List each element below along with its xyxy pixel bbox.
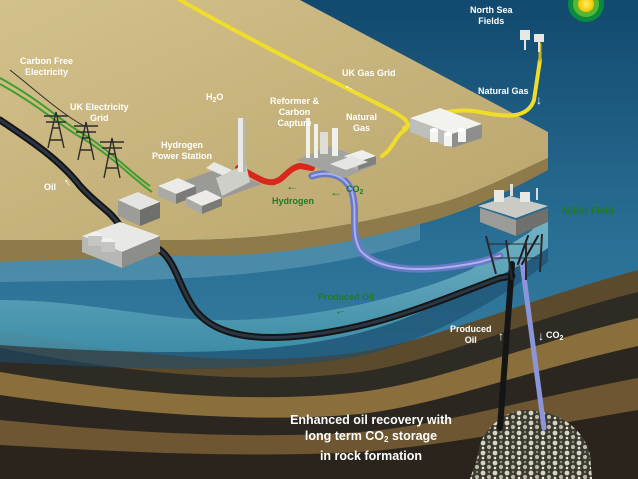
hydrogen-arrow: ← [286,179,298,193]
miller-field-label: Miller Field [562,206,615,217]
produced-oil-sea-arrow: ← [332,301,348,319]
gas-plant-building [410,108,482,148]
co2-injection-well [519,259,547,431]
north-sea-platforms [520,30,544,52]
electricity-grid [0,69,153,193]
co2-arrow: ← [330,185,342,199]
uk-gas-grid-pipe [178,0,410,158]
reformer-carbon-capture-building [296,118,378,178]
land-cliff [0,158,548,262]
co2-well-arrow: ↓ [538,329,544,343]
miller-field-platform [478,184,548,281]
buildings [82,30,548,281]
oil-terminal [82,192,160,268]
coast-shallows [0,224,420,282]
produced-oil-well [497,261,515,431]
caption: Enhanced oil recovery with long term CO2… [290,413,452,463]
co2-label: CO2 [346,184,364,196]
produced-oil-well-arrow: ↑ [498,329,504,343]
hydrogen-power-station-building [158,118,262,214]
hydrogen-label: Hydrogen [272,196,315,206]
natural-gas-label: Natural Gas [478,86,529,96]
bp-helios-sun-logo [568,0,604,22]
hydrogen-pipe [235,163,315,186]
natural-gas-arrow: ↓ [536,93,542,107]
shelf-edge [0,248,548,369]
oil-label: Oil [44,182,57,192]
co2-well-label: CO2 [546,330,564,342]
h2o-label: H2O [206,92,224,104]
uk-gas-grid-label: UK Gas Grid [342,68,396,78]
produced-oil-sea-label: Produced Oil [318,292,375,302]
sea-shelf [0,214,548,353]
rock-strata [0,270,638,479]
